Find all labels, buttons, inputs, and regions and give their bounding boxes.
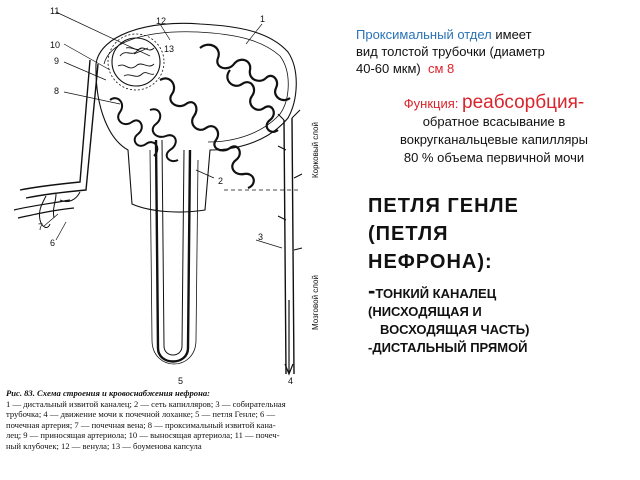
- function-line-2: обратное всасывание в: [422, 114, 566, 129]
- function-line-4: 80 % объема первичной мочи: [403, 150, 585, 165]
- cortex-label: Корковый слой: [311, 122, 320, 178]
- label-1: 1: [260, 14, 265, 24]
- loop-item-1b: (НИСХОДЯЩАЯ И: [368, 304, 482, 319]
- caption-line: ный клубочек; 12 — венула; 13 — боуменов…: [6, 440, 202, 451]
- proximal-term: Проксимальный отдел: [356, 27, 492, 42]
- nephron-diagram: 11 12 1 13 10 9 8 2 3 7 6 5 4 Корковый с…: [13, 6, 320, 386]
- label-10: 10: [50, 40, 60, 50]
- function-main: реабсорбция-: [462, 92, 585, 113]
- capillary-network-outline: [95, 22, 297, 213]
- label-3: 3: [258, 232, 263, 242]
- caption-line: трубочка; 4 — движение мочи к почечной л…: [6, 409, 276, 420]
- function-line-3: вокругканальцевые капилляры: [400, 132, 588, 147]
- medulla-label: Мозговой слой: [311, 275, 320, 330]
- label-9: 9: [54, 56, 59, 66]
- label-6: 6: [50, 238, 55, 248]
- loop-title-line-1: ПЕТЛЯ ГЕНЛЕ: [368, 195, 519, 217]
- label-2: 2: [218, 176, 223, 186]
- loop-title-line-2: (ПЕТЛЯ: [368, 223, 449, 245]
- label-13: 13: [164, 44, 174, 54]
- label-11: 11: [50, 6, 59, 16]
- caption-line: лец; 9 — приносящая артериола; 10 — выно…: [6, 430, 280, 441]
- figure-caption: Рис. 83. Схема строения и кровоснабжения…: [6, 388, 344, 452]
- label-8: 8: [54, 86, 59, 96]
- loop-of-henle-block: ПЕТЛЯ ГЕНЛЕ (ПЕТЛЯ НЕФРОНА): -ТОНКИЙ КАН…: [368, 192, 633, 357]
- see-reference: см 8: [428, 61, 455, 76]
- function-description: Функция: реабсорбция- обратное всасывани…: [352, 92, 636, 167]
- caption-line: 1 — дистальный извитой каналец; 2 — сеть…: [6, 398, 286, 409]
- proximal-line-2: вид толстой трубочки (диаметр: [356, 44, 545, 59]
- loop-item-2: -ДИСТАЛЬНЫЙ ПРЯМОЙ: [368, 340, 528, 355]
- glomerulus-icon: [111, 37, 161, 87]
- loop-title-line-3: НЕФРОНА):: [368, 251, 493, 273]
- loop-of-henle: [154, 139, 192, 363]
- renal-artery: [19, 59, 99, 199]
- label-12: 12: [156, 16, 166, 26]
- proximal-description: Проксимальный отдел имеет вид толстой тр…: [356, 26, 636, 77]
- label-5: 5: [178, 376, 183, 386]
- loop-item-1c: ВОСХОДЯЩАЯ ЧАСТЬ): [380, 322, 530, 337]
- label-4: 4: [288, 376, 293, 386]
- convoluted-tubule: [159, 77, 255, 190]
- loop-item-1: -ТОНКИЙ КАНАЛЕЦ: [368, 278, 497, 303]
- label-7: 7: [38, 222, 43, 232]
- collecting-duct: [283, 117, 295, 375]
- proximal-rest: имеет: [491, 27, 532, 42]
- proximal-line-3: 40-60 мкм): [356, 61, 421, 76]
- caption-line: почечная артерия; 7 — почечная вена; 8 —…: [6, 419, 276, 430]
- function-label: Функция:: [403, 96, 459, 111]
- caption-title: Рис. 83. Схема строения и кровоснабжения…: [6, 388, 211, 398]
